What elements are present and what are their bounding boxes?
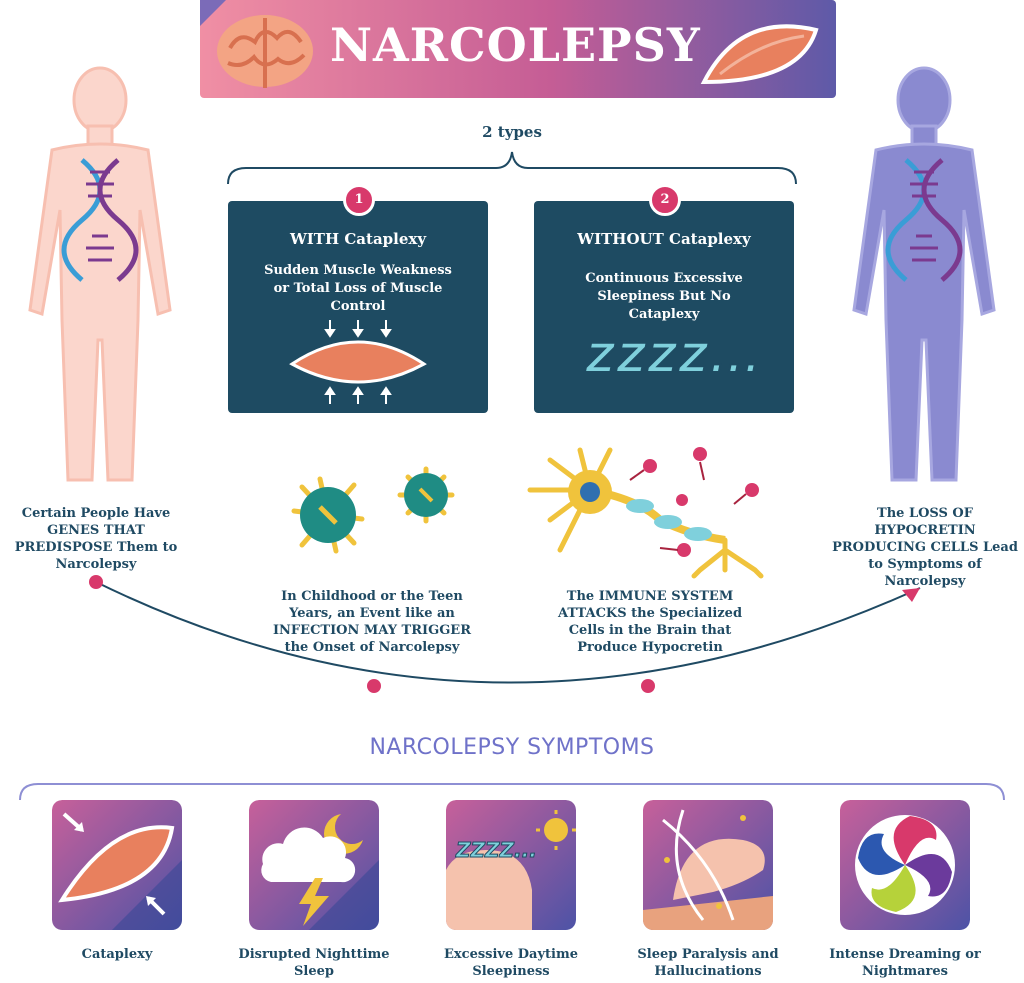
- progression-arc: [89, 575, 921, 693]
- human-figure-genes: [28, 66, 172, 482]
- type-description: Sudden Muscle Weakness or Total Loss of …: [264, 263, 452, 314]
- title-banner: [200, 0, 836, 98]
- types-label: 2 types: [482, 123, 542, 141]
- types-bracket: [227, 151, 797, 185]
- type-title: WITH Cataplexy: [289, 230, 427, 248]
- symptom-label: Disrupted Nighttime Sleep: [238, 947, 390, 979]
- symptom-tile-daytime-sleepiness: [446, 800, 576, 930]
- page-title: NARCOLEPSY: [330, 18, 701, 72]
- symptom-tile-intense-dreaming: [840, 800, 970, 930]
- symptom-tile-cataplexy: [52, 800, 182, 930]
- brain-icon: [217, 15, 313, 88]
- symptom-label: Sleep Paralysis and Hallucinations: [637, 947, 779, 979]
- type-number-badge: 1: [343, 184, 375, 216]
- symptom-label: Excessive Daytime Sleepiness: [444, 947, 578, 979]
- neuron-icon: [527, 447, 764, 579]
- immune-attack-text: The IMMUNE SYSTEM ATTACKS the Specialize…: [557, 589, 743, 655]
- hypocretin-loss-text: The LOSS OF HYPOCRETIN PRODUCING CELLS L…: [832, 506, 1018, 589]
- zzz-sleep-text: ZZZZ...: [585, 335, 762, 383]
- symptom-label: Cataplexy: [81, 947, 153, 962]
- type-description: Continuous Excessive Sleepiness But No C…: [585, 271, 743, 322]
- symptom-tile-disrupted-sleep: [249, 800, 379, 930]
- zzz-sleep-text: ZZZZ...: [456, 838, 538, 863]
- symptom-tile-sleep-paralysis: [643, 800, 773, 930]
- type-title: WITHOUT Cataplexy: [577, 230, 751, 248]
- type-number-badge: 2: [649, 184, 681, 216]
- type-card-without-cataplexy: [534, 201, 794, 413]
- symptoms-bracket: [19, 783, 1005, 801]
- genes-text: Certain People Have GENES THAT PREDISPOS…: [14, 506, 178, 572]
- human-figure-hypocretin: [852, 66, 996, 482]
- muscle-icon: [700, 24, 819, 85]
- contracting-muscle-icon: [289, 320, 427, 404]
- virus-icon: [291, 466, 455, 554]
- symptom-label: Intense Dreaming or Nightmares: [829, 947, 981, 979]
- infection-trigger-text: In Childhood or the Teen Years, an Event…: [272, 589, 472, 655]
- symptoms-title: NARCOLEPSY SYMPTOMS: [369, 735, 655, 760]
